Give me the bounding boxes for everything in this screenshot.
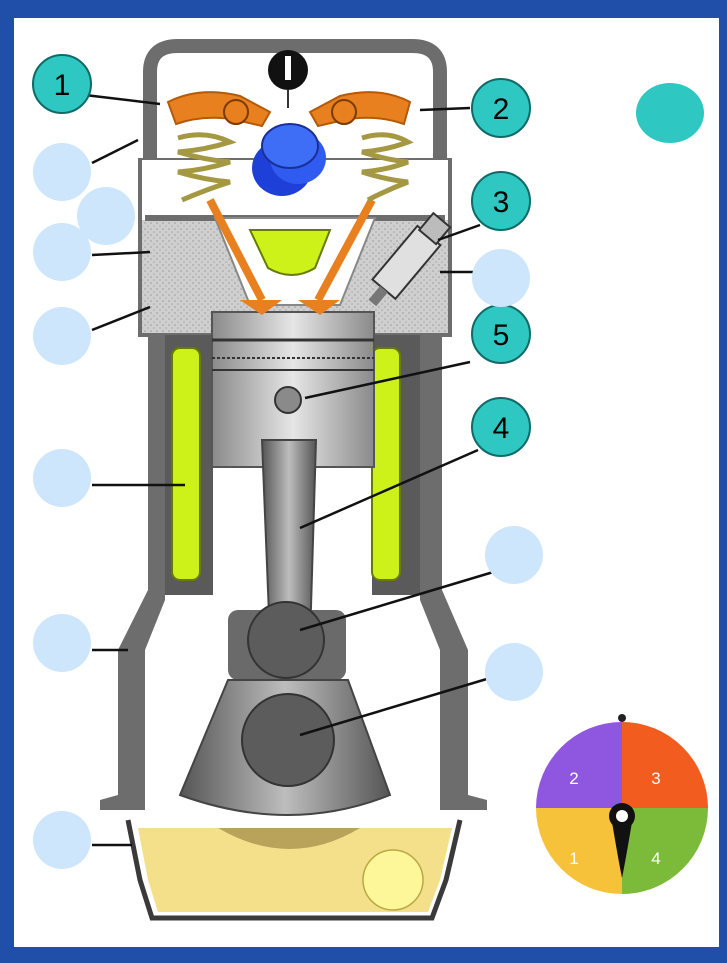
blank-marker-left-1[interactable] [33,143,91,201]
spinner-label-4: 4 [651,849,660,868]
blank-marker-left-7[interactable] [33,811,91,869]
spinner-segment-3 [622,722,708,808]
blank-marker-right-2[interactable] [485,526,543,584]
spinner-label-1: 1 [569,849,578,868]
marker-5[interactable]: 5 [472,305,530,363]
timing-indicator [268,50,308,108]
marker-5-label: 5 [493,319,510,352]
spinner-top-dot [618,714,626,722]
spinner-segment-1 [536,808,622,894]
marker-3-label: 3 [493,186,510,219]
main-bearing [242,694,334,786]
rocker-arm-left [168,92,270,126]
blank-marker-right-3[interactable] [485,643,543,701]
spinner-label-3: 3 [651,769,660,788]
rocker-arm-right [310,92,410,126]
spinner-segment-2 [536,722,622,808]
blank-marker-left-6[interactable] [33,614,91,672]
blank-marker-oil[interactable] [363,850,423,910]
blank-marker-left-5[interactable] [33,449,91,507]
marker-4-label: 4 [493,412,510,445]
marker-4[interactable]: 4 [472,398,530,456]
marker-3[interactable]: 3 [472,172,530,230]
marker-2[interactable]: 2 [472,79,530,137]
blank-marker-right-1[interactable] [472,249,530,307]
blank-marker-left-3[interactable] [33,223,91,281]
spinner-segment-4 [622,808,708,894]
big-end-bearing [248,602,324,678]
spinner-label-2: 2 [569,769,578,788]
marker-1-label: 1 [54,69,71,102]
marker-2-label: 2 [493,93,510,126]
marker-1[interactable]: 1 [33,55,91,113]
spinner-wheel[interactable]: 2 3 1 4 [536,714,708,894]
blank-marker-left-4[interactable] [33,307,91,365]
piston-pin [275,387,301,413]
coolant-jacket-left [172,348,200,580]
marker-blank-teal[interactable] [636,83,704,143]
